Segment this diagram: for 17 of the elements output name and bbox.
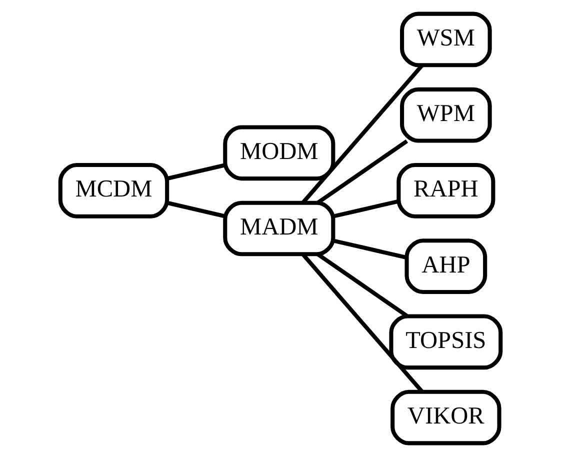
connector <box>316 139 408 204</box>
node-box: MADM <box>223 200 336 256</box>
connector <box>301 64 424 204</box>
connector <box>332 199 399 218</box>
node-box: MODM <box>223 125 336 181</box>
node-box: MCDM <box>58 163 170 218</box>
node-box: RAPH <box>396 163 496 218</box>
connector <box>316 252 408 318</box>
node-box: WSM <box>400 12 492 68</box>
connector <box>301 253 424 393</box>
connector <box>167 163 226 180</box>
node-box: WPM <box>400 87 492 143</box>
connector <box>167 200 226 218</box>
connector <box>332 238 407 260</box>
node-box: AHP <box>404 238 488 294</box>
node-box: TOPSIS <box>389 314 503 370</box>
node-box: VIKOR <box>390 390 502 446</box>
